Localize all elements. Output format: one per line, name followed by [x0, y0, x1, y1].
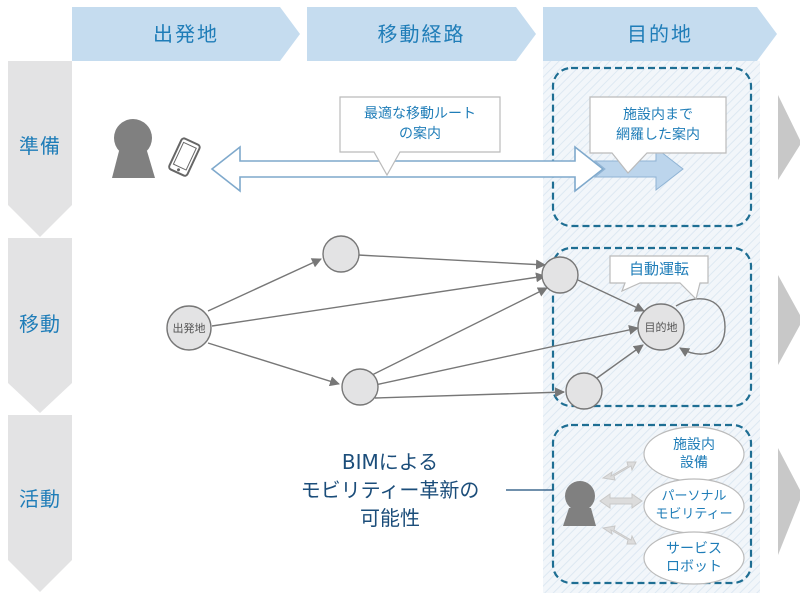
- destination-node-label: 目的地: [644, 321, 678, 334]
- smartphone-icon: [168, 137, 201, 177]
- route-bubble-line-1: 最適な移動ルート: [364, 106, 476, 122]
- network-nodes: [166, 235, 685, 410]
- facility-bubble-line-1: 施設内まで: [623, 107, 693, 123]
- node-origin: [166, 305, 212, 351]
- oval-line: パーソナル: [661, 489, 727, 504]
- origin-node-label: 出発地: [172, 322, 206, 335]
- oval-line: サービス: [666, 541, 722, 557]
- node-waypoint-2: [341, 368, 379, 406]
- oval-line: 施設内: [673, 437, 715, 453]
- oval-line: ロボット: [666, 559, 722, 575]
- node-waypoint-3: [541, 256, 579, 294]
- route-guidance-arrow: [210, 145, 605, 193]
- column-label-route: 移動経路: [377, 22, 466, 46]
- row-header-movement: [8, 238, 72, 413]
- row-label-movement: 移動: [19, 312, 61, 336]
- facility-bubble-shape: [589, 96, 727, 174]
- facility-bubble-line-2: 網羅した案内: [616, 127, 700, 143]
- center-caption-line-2: モビリティー革新の: [300, 478, 480, 502]
- oval-service-robot: [643, 531, 745, 585]
- column-label-origin: 出発地: [153, 22, 219, 46]
- center-caption-line-3: 可能性: [360, 506, 420, 530]
- node-waypoint-4: [565, 372, 603, 410]
- person-icon: [112, 119, 155, 178]
- column-header-destination: [543, 7, 777, 61]
- route-bubble-line-2: の案内: [399, 126, 441, 142]
- movement-destination-group: [551, 246, 753, 408]
- center-caption-line-1: BIMによる: [341, 450, 439, 474]
- row-label-activity: 活動: [19, 487, 61, 511]
- preparation-destination-group: [551, 66, 753, 228]
- node-waypoint-1: [322, 235, 360, 273]
- next-arrow-movement: [778, 275, 800, 365]
- interaction-arrows: [599, 461, 643, 545]
- row-label-preparation: 準備: [19, 134, 61, 158]
- row-header-activity: [8, 415, 72, 592]
- node-destination: [637, 303, 685, 351]
- network-edges: [207, 254, 726, 399]
- route-bubble-text: 最適な移動ルート の案内: [340, 104, 500, 144]
- row-header-preparation: [8, 61, 72, 237]
- column-header-route: [307, 7, 536, 61]
- route-bubble-shape: [339, 96, 501, 177]
- activity-person-icon: [563, 481, 596, 526]
- autodrive-bubble-shape: [609, 255, 709, 301]
- facility-bubble-text: 施設内まで 網羅した案内: [590, 105, 726, 145]
- activity-ovals: [643, 426, 745, 585]
- facility-guidance-arrow: [593, 146, 684, 192]
- column-header-origin: [72, 7, 300, 61]
- oval-line: 設備: [680, 455, 708, 471]
- oval-text-facility-equipment: 施設内 設備: [644, 436, 744, 472]
- next-arrow-preparation: [778, 95, 800, 180]
- oval-text-service-robot: サービス ロボット: [644, 540, 744, 576]
- center-caption: BIMによる モビリティー革新の 可能性: [290, 448, 490, 532]
- activity-destination-group: [551, 423, 753, 585]
- autodrive-bubble-text: 自動運転: [628, 260, 689, 278]
- column-label-destination: 目的地: [627, 22, 693, 46]
- next-arrow-activity: [778, 448, 800, 555]
- oval-line: モビリティー: [655, 507, 733, 522]
- oval-text-personal-mobility: パーソナル モビリティー: [644, 488, 744, 524]
